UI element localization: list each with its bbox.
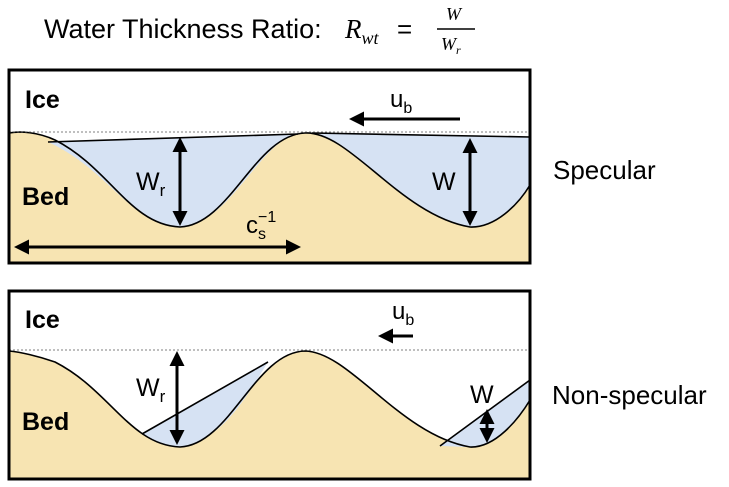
ice-label: Ice — [25, 306, 60, 334]
title-lhs: Rwt — [344, 14, 380, 48]
w-label: W — [470, 381, 494, 409]
bed-region — [9, 132, 530, 263]
non-specular-panel: Ice Bed ub Wr W Non-specular — [7, 289, 707, 481]
title-equals: = — [397, 14, 412, 44]
specular-panel: Ice Bed ub Wr W cs−1 Specular — [7, 68, 656, 265]
ice-base-left — [141, 361, 269, 435]
panel-title-non-specular: Non-specular — [552, 380, 707, 410]
velocity-label: ub — [390, 86, 412, 117]
bed-label: Bed — [22, 408, 69, 436]
ice-base-right — [311, 132, 531, 138]
title-numerator: W — [446, 4, 463, 24]
velocity-label: ub — [392, 298, 414, 329]
title-text: Water Thickness Ratio: — [44, 14, 322, 44]
bed-outline — [8, 131, 531, 228]
wavelength-label: cs−1 — [246, 209, 276, 243]
wr-label: Wr — [136, 374, 166, 406]
panel-frame — [7, 68, 532, 265]
title-equation: Water Thickness Ratio: Rwt = W Wr — [44, 4, 475, 57]
bed-outline — [8, 350, 531, 448]
ice-label: Ice — [25, 86, 60, 114]
title-prefix: Water Thickness Ratio: — [44, 14, 322, 44]
bed-label: Bed — [22, 183, 69, 211]
w-label: W — [432, 168, 456, 196]
bed-region — [9, 351, 530, 479]
panel-title-specular: Specular — [553, 155, 656, 185]
wr-label: Wr — [136, 168, 166, 200]
panel-frame — [7, 289, 532, 481]
title-denominator: Wr — [441, 34, 461, 57]
